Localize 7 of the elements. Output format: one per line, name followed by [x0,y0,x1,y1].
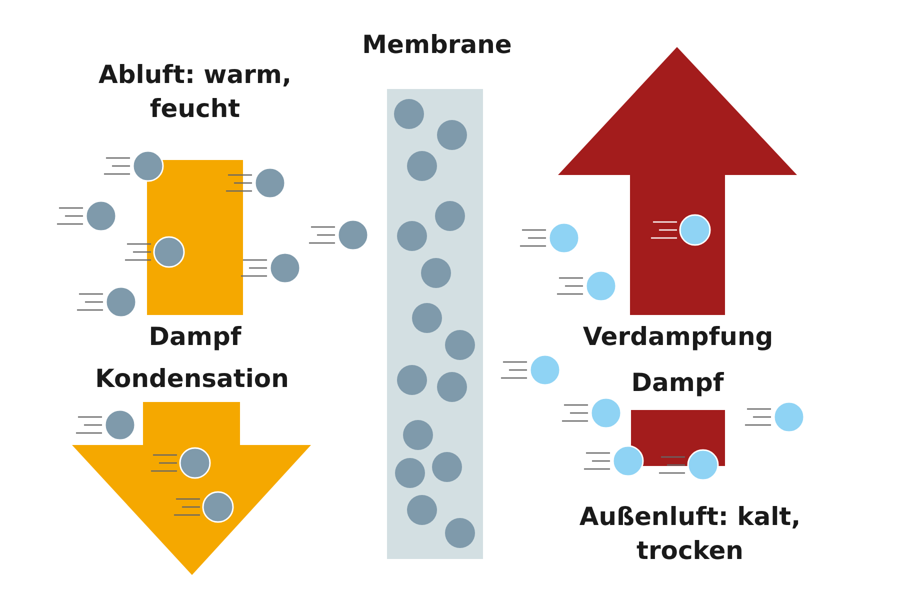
shape-label: Membrane [361,30,513,60]
air-label: Abluft: warm, feucht [98,59,292,125]
shape-label: Dampf [630,368,725,398]
shape-label: Kondensation [94,364,290,394]
shape-label: Dampf [148,322,242,352]
shape-label: Verdampfung [582,322,774,352]
air-label: Außenluft: kalt, trocken [578,501,802,567]
